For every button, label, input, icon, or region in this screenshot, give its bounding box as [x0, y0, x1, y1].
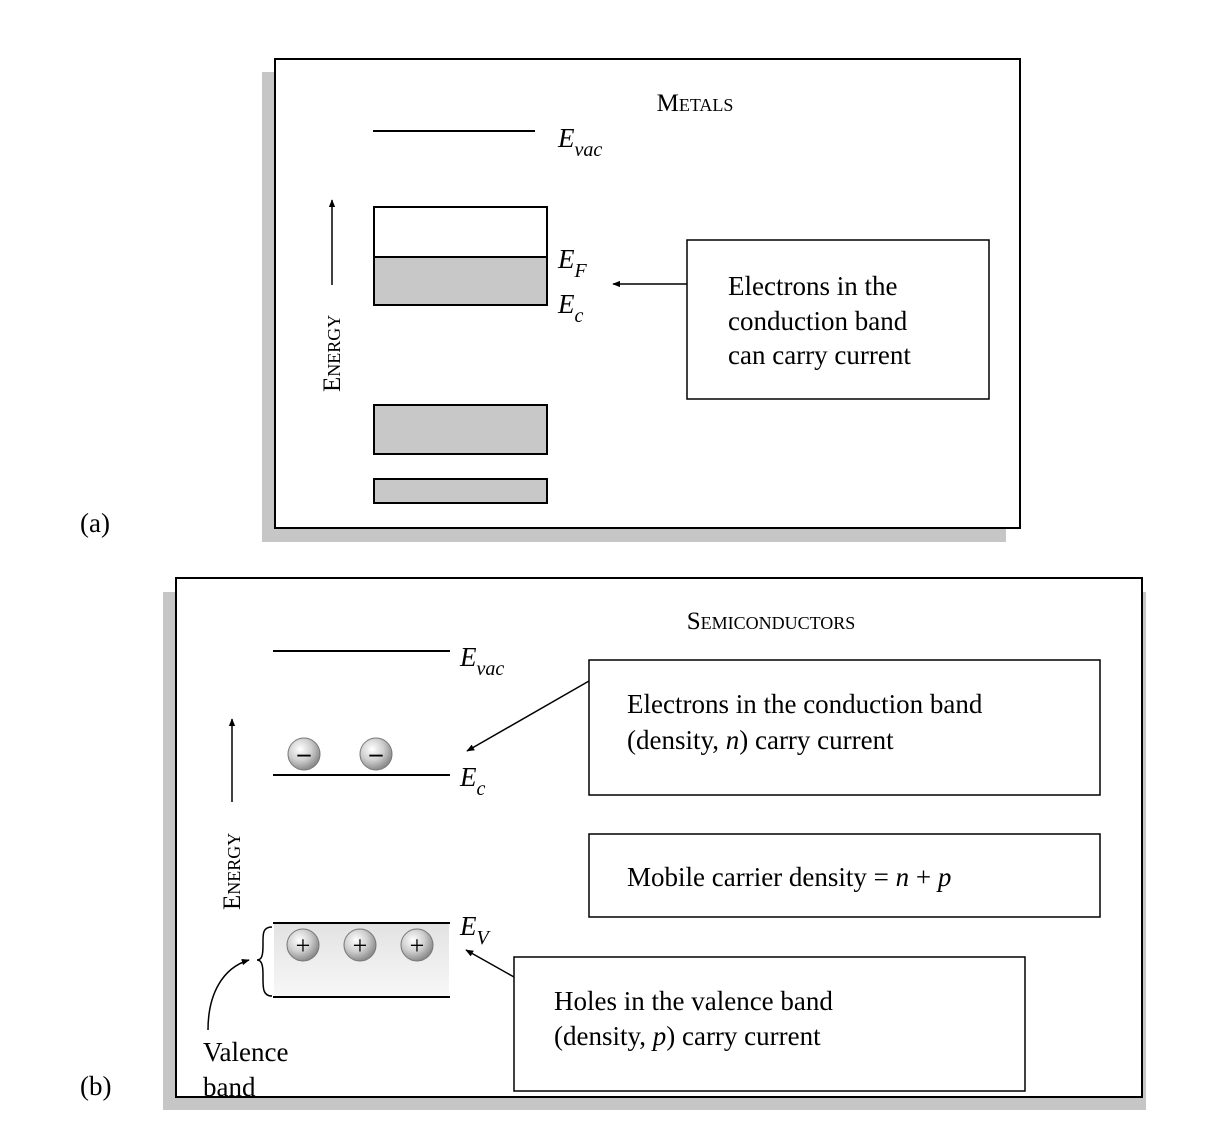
panel-a-title: Metals: [657, 90, 734, 117]
svg-text:+: +: [410, 931, 425, 960]
hole: +: [400, 928, 434, 962]
panel-a-ef-label: EF: [557, 244, 588, 282]
panel-b-label: (b): [80, 1071, 111, 1101]
electron: –: [359, 737, 393, 771]
panel-a-evac-label: Evac: [557, 123, 602, 161]
panel-a-label: (a): [80, 508, 110, 538]
panel-b-holes-callout-arrow: [465, 949, 515, 978]
panel-a-callout-line2: conduction band: [728, 306, 908, 336]
panel-a-callout-box: [686, 239, 990, 400]
panel-a-lower-band-1: [373, 404, 548, 455]
panel-b: Semiconductors Energy Evac Ec – – EV + +: [80, 577, 1146, 1110]
panel-a-energy-label: Energy: [319, 315, 346, 392]
panel-b-evac-label: Evac: [459, 642, 504, 680]
panel-a: Metals Energy Evac EF Ec Electrons in th…: [80, 58, 1021, 542]
panel-a-conduction-band-filled: [373, 256, 548, 306]
panel-b-valence-label-line1: Valence: [203, 1037, 288, 1067]
panel-a-conduction-band-empty: [373, 206, 548, 258]
panel-b-energy-label: Energy: [219, 833, 246, 910]
panel-b-valence-brace: [256, 926, 273, 997]
panel-b-ec-label: Ec: [459, 762, 486, 800]
svg-text:–: –: [297, 739, 312, 768]
svg-text:+: +: [353, 931, 368, 960]
panel-b-holes-callout-line2: (density, p) carry current: [554, 1021, 821, 1051]
svg-text:–: –: [369, 739, 384, 768]
panel-b-ev-label: EV: [459, 911, 492, 949]
panel-b-holes-callout-box: [513, 956, 1026, 1092]
hole: +: [286, 928, 320, 962]
panel-b-electrons-callout-arrow: [466, 680, 590, 752]
panel-b-title: Semiconductors: [687, 608, 856, 635]
panel-b-valence-pointer: [207, 958, 250, 1031]
panel-a-callout-line3: can carry current: [728, 340, 911, 370]
panel-a-lower-band-2: [373, 478, 548, 504]
panel-b-density-callout-text: Mobile carrier density = n + p: [627, 862, 951, 892]
panel-b-density-callout-box: [588, 833, 1101, 918]
panel-b-holes-callout-line1: Holes in the valence band: [554, 986, 833, 1016]
hole: +: [343, 928, 377, 962]
panel-b-electrons-callout-line2: (density, n) carry current: [627, 725, 894, 755]
panel-b-electrons-callout-box: [588, 659, 1101, 796]
electron: –: [287, 737, 321, 771]
panel-b-valence-label-line2: band: [203, 1072, 256, 1102]
panel-b-electrons-callout-line1: Electrons in the conduction band: [627, 689, 983, 719]
panel-a-ec-label: Ec: [557, 289, 584, 327]
panel-a-callout-line1: Electrons in the: [728, 271, 897, 301]
svg-text:+: +: [296, 931, 311, 960]
